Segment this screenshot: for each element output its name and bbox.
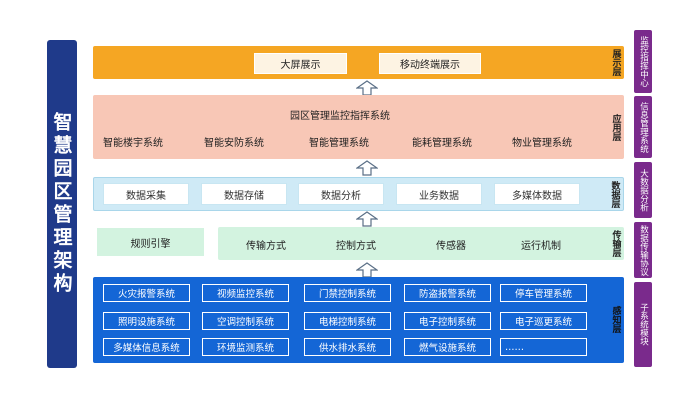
up-arrow-icon (356, 211, 378, 227)
display-item-mobile: 移动终端展示 (379, 53, 481, 74)
transport-item: 运行机制 (521, 241, 561, 252)
transport-item: 传感器 (436, 241, 466, 252)
perception-item: 停车管理系统 (500, 284, 587, 302)
data-item: 数据分析 (298, 183, 384, 205)
perception-item: 电子巡更系统 (500, 312, 587, 330)
perception-item: 电子控制系统 (404, 312, 491, 330)
diagram-title: 智慧园区管理架构 (47, 40, 77, 368)
data-item: 数据采集 (103, 183, 189, 205)
side-label-monitoring-center: 监控指挥中心 (634, 30, 652, 93)
data-item: 数据存储 (201, 183, 287, 205)
application-item: 智能管理系统 (309, 138, 369, 149)
perception-item: 防盗报警系统 (404, 284, 491, 302)
data-layer-label: 数据层 (609, 180, 620, 208)
side-label-big-data: 大数据分析 (634, 162, 652, 218)
application-item: 智能楼宇系统 (103, 138, 163, 149)
data-item: 业务数据 (396, 183, 482, 205)
perception-item: 视频监控系统 (202, 284, 289, 302)
transport-layer: 传输方式 控制方式 传感器 运行机制 传输层 (218, 227, 624, 260)
side-label-transport-protocol: 数据传输协议 (634, 222, 652, 278)
perception-item: 多媒体信息系统 (103, 338, 190, 356)
perception-layer-label: 感知层 (610, 305, 621, 333)
application-item: 能耗管理系统 (412, 138, 472, 149)
up-arrow-icon (356, 262, 378, 278)
perception-item: 门禁控制系统 (304, 284, 391, 302)
transport-item: 传输方式 (246, 241, 286, 252)
application-layer: 园区管理监控指挥系统 智能楼宇系统 智能安防系统 智能管理系统 能耗管理系统 物… (93, 95, 624, 159)
data-item: 多媒体数据 (494, 183, 580, 205)
application-top-item: 园区管理监控指挥系统 (290, 111, 390, 122)
perception-item: 环境监测系统 (202, 338, 289, 356)
application-item: 智能安防系统 (204, 138, 264, 149)
up-arrow-icon (356, 80, 378, 96)
perception-item: 供水排水系统 (304, 338, 391, 356)
application-item: 物业管理系统 (512, 138, 572, 149)
data-layer: 数据采集 数据存储 数据分析 业务数据 多媒体数据 数据层 (93, 177, 624, 211)
side-label-info-management: 信息管理系统 (634, 96, 652, 158)
side-label-subsystem: 子系统模块 (634, 282, 652, 367)
display-item-big-screen: 大屏展示 (254, 53, 347, 74)
perception-item-more: …… (500, 338, 587, 356)
transport-layer-label: 传输层 (610, 230, 621, 257)
transport-item: 控制方式 (336, 241, 376, 252)
perception-layer: 火灾报警系统 视频监控系统 门禁控制系统 防盗报警系统 停车管理系统 照明设施系… (93, 277, 624, 363)
rule-engine-box: 规则引擎 (96, 227, 205, 257)
display-layer: 大屏展示 移动终端展示 展示层 (93, 46, 624, 79)
perception-item: 电梯控制系统 (304, 312, 391, 330)
display-layer-label: 展示层 (610, 49, 621, 76)
perception-item: 燃气设施系统 (404, 338, 491, 356)
up-arrow-icon (356, 160, 378, 176)
perception-item: 照明设施系统 (103, 312, 190, 330)
application-layer-label: 应用层 (610, 113, 621, 141)
perception-item: 火灾报警系统 (103, 284, 190, 302)
perception-item: 空调控制系统 (202, 312, 289, 330)
